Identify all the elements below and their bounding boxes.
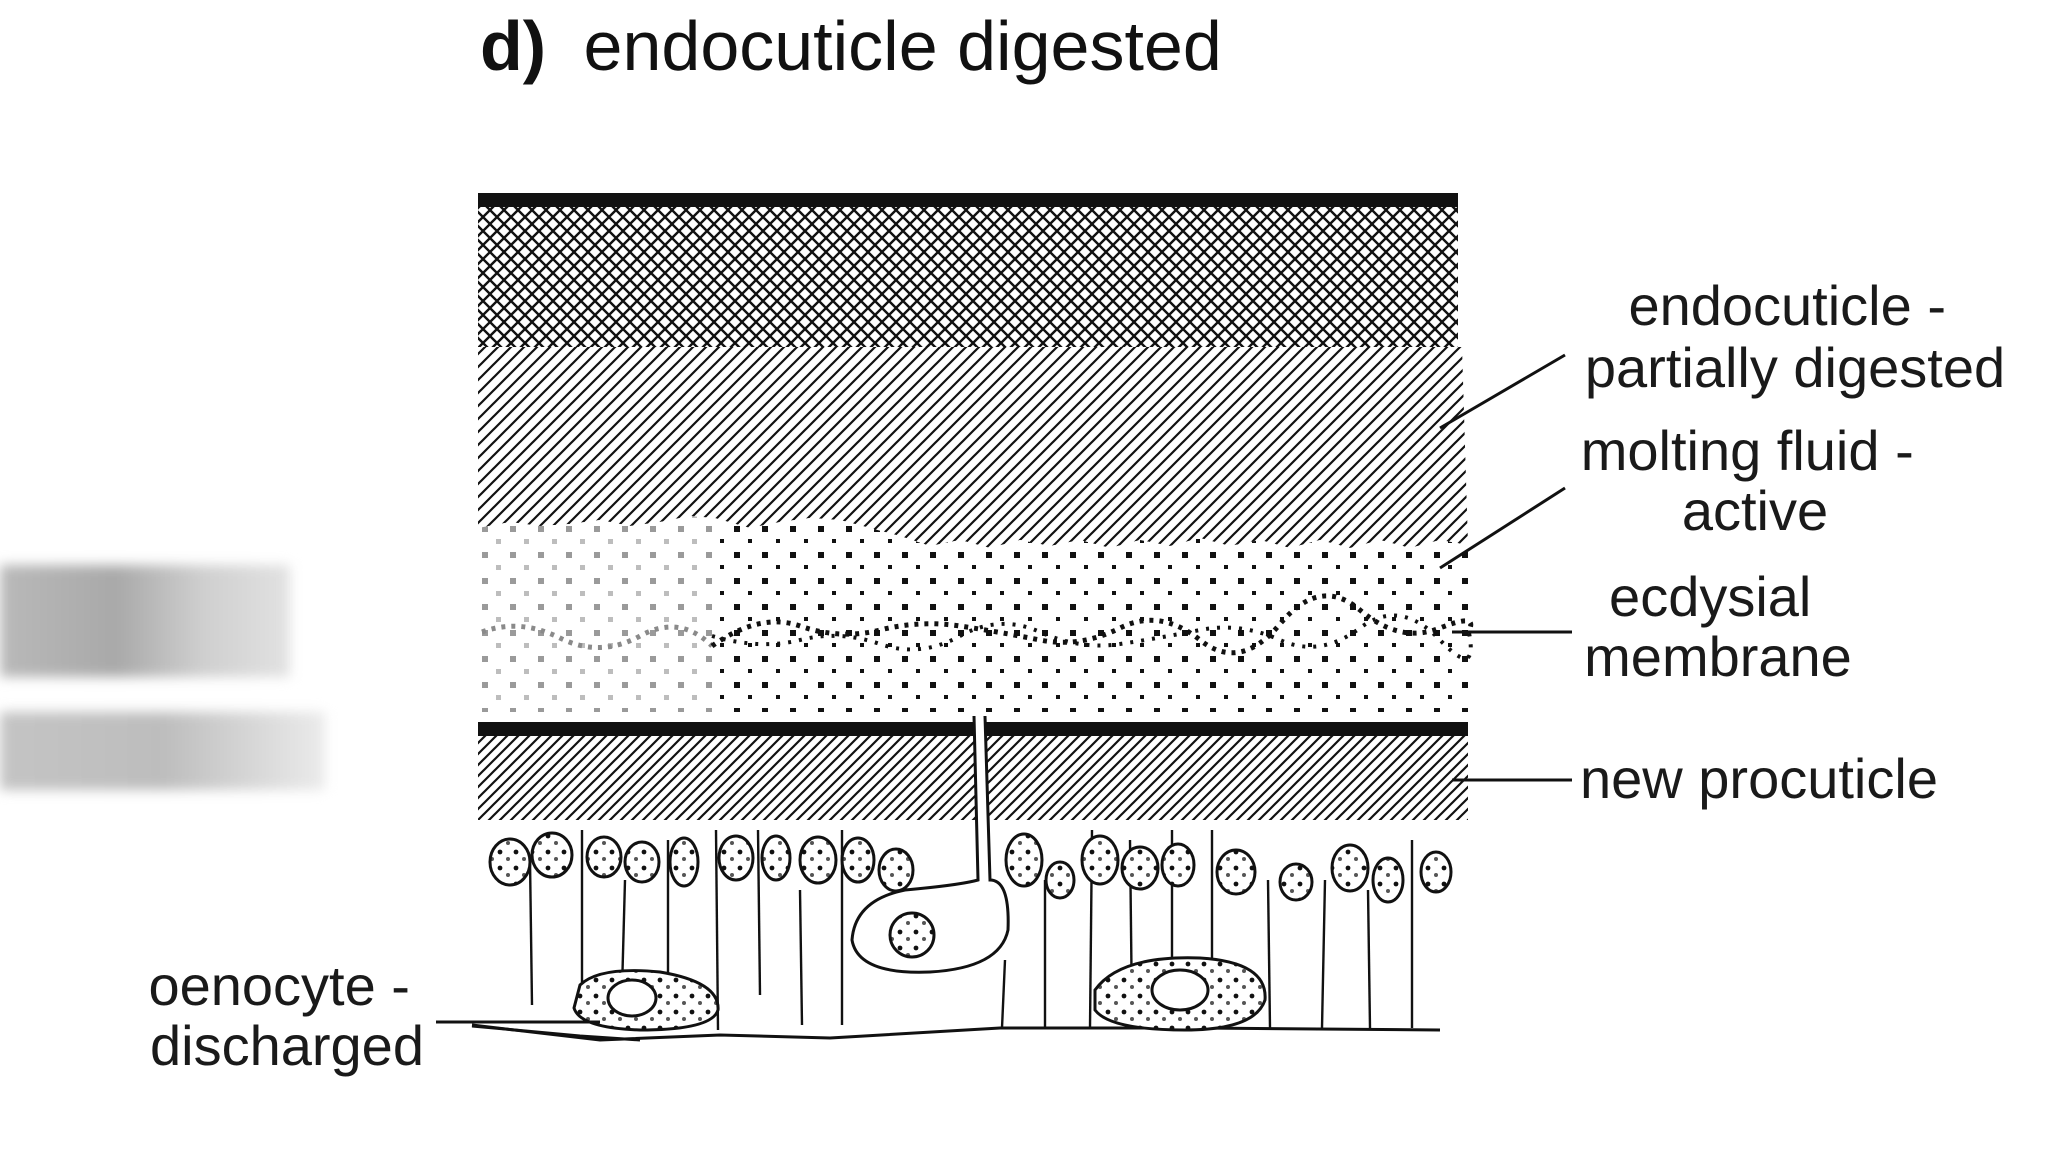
- oenocyte-right: [1093, 956, 1267, 1032]
- label-molting-fluid-line2: active: [1682, 479, 1828, 542]
- gland-duct: [850, 715, 1010, 974]
- label-ecdysial-membrane: ecdysial membrane: [1584, 565, 1852, 688]
- ecdysial-membrane-line-2: [711, 613, 1473, 661]
- label-oenocyte-line2: discharged: [150, 1014, 424, 1077]
- gland-cell-nucleus: [888, 911, 936, 959]
- title-letter: d): [480, 7, 546, 85]
- molting-fluid-grey: [478, 516, 715, 712]
- label-new-procuticle-line1: new procuticle: [1580, 747, 1938, 810]
- leader-lines: [436, 353, 1572, 1042]
- oenocyte-left: [572, 969, 720, 1032]
- leader-endocuticle: [1439, 353, 1566, 430]
- ecdysial-membrane-line: [710, 593, 1474, 656]
- endocuticle-layer: [478, 347, 1468, 548]
- label-endocuticle-line2: partially digested: [1585, 336, 2005, 399]
- exocuticle-layer: [478, 207, 1458, 347]
- label-molting-fluid: molting fluid - active: [1581, 419, 1930, 542]
- molting-fluid-active: [715, 518, 1468, 712]
- label-oenocyte-line1: oenocyte -: [148, 954, 410, 1017]
- label-ecdysial-line1: ecdysial: [1609, 565, 1811, 628]
- title-text: endocuticle digested: [584, 7, 1222, 85]
- redacted-label-2: [0, 712, 325, 790]
- epidermal-nuclei: [488, 831, 1453, 904]
- leader-molting-fluid: [1439, 486, 1566, 570]
- label-ecdysial-line2: membrane: [1584, 625, 1852, 688]
- leader-oenocyte: [436, 1020, 641, 1042]
- label-molting-fluid-line1: molting fluid -: [1581, 419, 1914, 482]
- label-endocuticle: endocuticle - partially digested: [1585, 274, 2005, 399]
- redacted-label-1: [0, 565, 290, 677]
- diagram-title: d) endocuticle digested: [480, 7, 1222, 85]
- label-oenocyte: oenocyte - discharged: [148, 954, 425, 1077]
- ecdysial-membrane-line-grey: [481, 623, 714, 650]
- label-new-procuticle: new procuticle: [1580, 747, 1938, 810]
- epicuticle-line: [478, 193, 1458, 207]
- label-endocuticle-line1: endocuticle -: [1628, 274, 1946, 337]
- new-procuticle-layer: [478, 736, 1468, 820]
